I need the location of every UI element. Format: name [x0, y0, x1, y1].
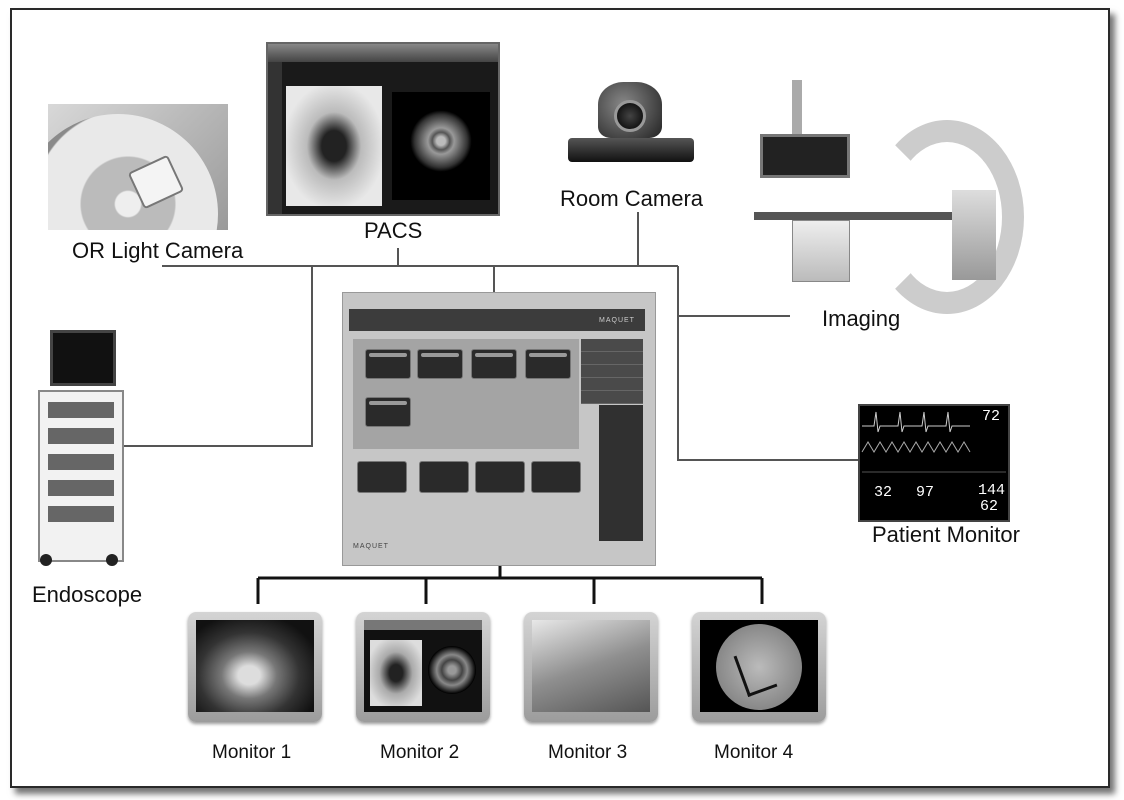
endoscope-wheel — [106, 554, 118, 566]
patient-monitor-value: 32 — [874, 484, 892, 501]
source-tile[interactable] — [471, 349, 517, 379]
imaging-stand — [952, 190, 996, 280]
panel-menu[interactable] — [581, 339, 643, 403]
patient-monitor-label: Patient Monitor — [872, 522, 1020, 548]
endoscope-unit — [48, 402, 114, 418]
panel-menu-item[interactable] — [581, 352, 643, 365]
pacs-toolbar — [268, 44, 498, 62]
source-tile[interactable] — [365, 397, 411, 427]
pacs-ct-scan — [410, 110, 472, 172]
source-tile[interactable] — [417, 349, 463, 379]
imaging-pedestal — [792, 220, 850, 282]
panel-menu-item[interactable] — [581, 339, 643, 352]
monitor-3-screen — [532, 620, 650, 712]
imaging-c-arm — [870, 120, 1024, 314]
monitor-3 — [524, 612, 658, 722]
monitor-2-toolbar — [364, 620, 482, 630]
source-tile[interactable] — [365, 349, 411, 379]
room-camera-base — [568, 138, 694, 162]
monitor-3-label: Monitor 3 — [548, 742, 627, 764]
patient-monitor-value: 62 — [980, 498, 998, 515]
pacs-sidebar — [268, 62, 282, 214]
patient-monitor-value: 144 — [978, 482, 1005, 499]
or-light-camera-label: OR Light Camera — [72, 238, 243, 264]
monitor-2-label: Monitor 2 — [380, 742, 459, 764]
source-tile[interactable] — [525, 349, 571, 379]
patient-monitor-image: 72 32 97 144 62 — [858, 404, 1010, 522]
or-light-camera-image — [48, 104, 228, 230]
patient-monitor-value: 97 — [916, 484, 934, 501]
destination-tile[interactable] — [357, 461, 407, 493]
destination-tile[interactable] — [419, 461, 469, 493]
room-camera-label: Room Camera — [560, 186, 703, 212]
imaging-label: Imaging — [822, 306, 900, 332]
monitor-2 — [356, 612, 490, 722]
panel-menu-item[interactable] — [581, 391, 643, 404]
endoscope-line — [124, 266, 312, 446]
monitor-2-xray — [370, 640, 422, 706]
pacs-image — [266, 42, 500, 216]
endoscope-unit — [48, 480, 114, 496]
room-camera-image — [568, 74, 694, 170]
monitor-2-screen — [364, 620, 482, 712]
imaging-image — [752, 80, 1002, 280]
pacs-ct — [392, 92, 490, 200]
panel-side-controls[interactable] — [599, 405, 643, 541]
panel-source-area — [353, 339, 579, 449]
patient-monitor-line — [678, 316, 858, 460]
panel-menu-item[interactable] — [581, 365, 643, 378]
endoscope-screen — [50, 330, 116, 386]
central-touch-panel[interactable]: MAQUET MAQUET — [342, 292, 656, 566]
endoscope-label: Endoscope — [32, 582, 142, 608]
endoscope-image — [32, 330, 124, 570]
monitor-4-screen — [700, 620, 818, 712]
pacs-xray — [286, 86, 382, 206]
endoscope-unit — [48, 454, 114, 470]
monitor-1-label: Monitor 1 — [212, 742, 291, 764]
endoscope-unit — [48, 506, 114, 522]
patient-monitor-hr: 72 — [982, 408, 1000, 425]
monitor-4 — [692, 612, 826, 722]
monitor-4-label: Monitor 4 — [714, 742, 793, 764]
room-camera-lens — [614, 100, 646, 132]
monitor-1 — [188, 612, 322, 722]
endoscope-cart — [38, 390, 124, 562]
pacs-label: PACS — [364, 218, 422, 244]
panel-brand: MAQUET — [353, 543, 389, 550]
endoscope-wheel — [40, 554, 52, 566]
imaging-screen — [760, 134, 850, 178]
monitor-2-ct — [428, 646, 476, 694]
monitor-1-screen — [196, 620, 314, 712]
imaging-boom — [792, 80, 802, 136]
destination-tile[interactable] — [531, 461, 581, 493]
destination-tile[interactable] — [475, 461, 525, 493]
panel-menu-item[interactable] — [581, 378, 643, 391]
endoscope-unit — [48, 428, 114, 444]
panel-brand-top: MAQUET — [599, 317, 635, 324]
